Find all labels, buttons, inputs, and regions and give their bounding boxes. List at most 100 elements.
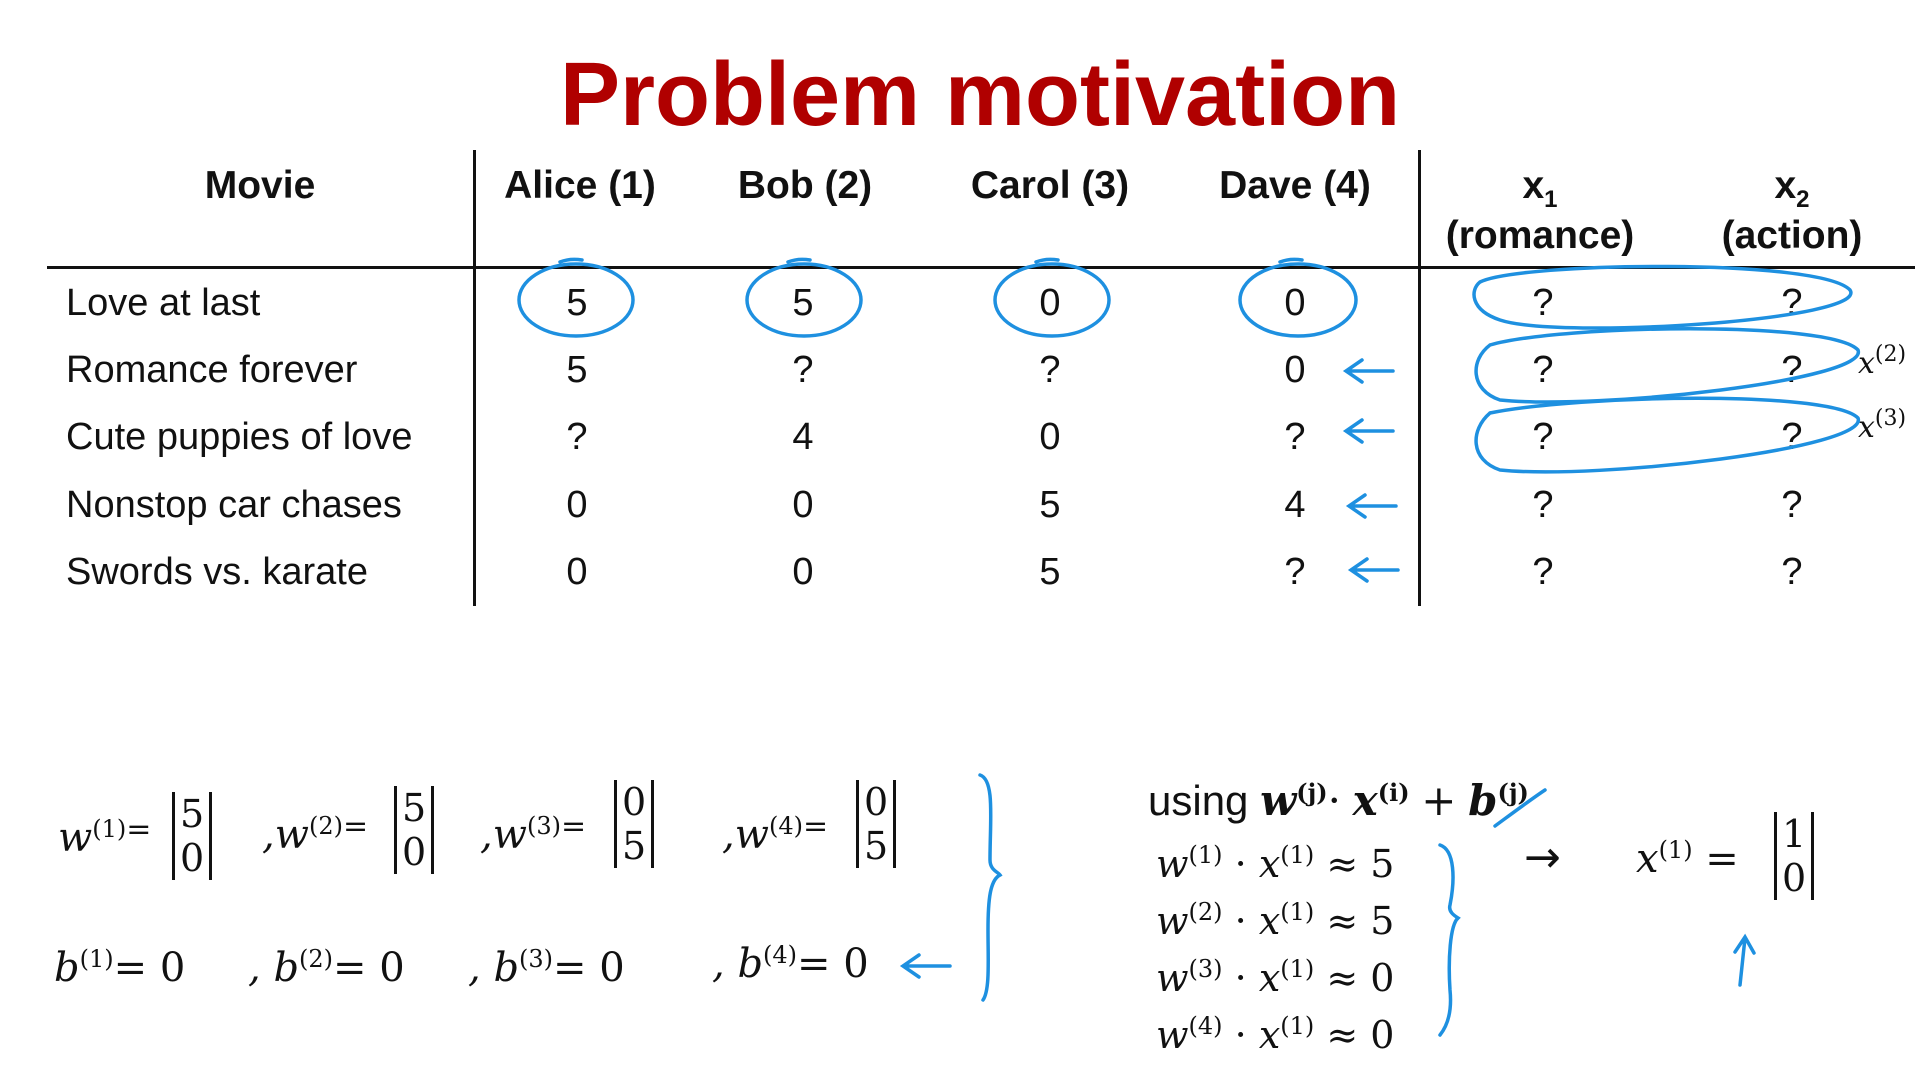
- rating-cell: 0: [1039, 416, 1061, 458]
- b3-sup: (3): [519, 945, 554, 973]
- using-x: x: [1352, 776, 1378, 825]
- feature-cell: ?: [1532, 416, 1554, 458]
- b4-label: , b(4)= 0: [712, 941, 869, 987]
- feature-cell: ?: [1781, 551, 1803, 593]
- w2-bottom: 0: [402, 830, 427, 874]
- rating-cell: 5: [566, 349, 588, 391]
- movie-column-divider: [473, 150, 476, 606]
- feature-cell: ?: [1781, 484, 1803, 526]
- approx-rhs: ≈ 5: [1326, 899, 1395, 943]
- using-dot: ·: [1327, 776, 1341, 825]
- approx-x-sup: (1): [1280, 955, 1315, 983]
- rating-cell: ?: [792, 349, 814, 391]
- b1-sup: (1): [79, 945, 114, 973]
- rating-cell: 4: [1284, 484, 1306, 526]
- header-x2: x2 (action): [1672, 164, 1912, 258]
- using-word: using: [1148, 777, 1249, 824]
- header-bob: Bob (2): [737, 164, 873, 207]
- approx-rhs: ≈ 0: [1326, 956, 1395, 1000]
- header-x1-symbol: x: [1522, 164, 1545, 207]
- header-alice: Alice (1): [504, 164, 656, 207]
- brace-annotation: [978, 773, 1003, 1002]
- result-arrow: →: [1524, 832, 1561, 883]
- approx-x: x: [1258, 899, 1281, 943]
- w4-bottom: 5: [864, 824, 889, 868]
- rating-cell: ?: [1284, 416, 1306, 458]
- approx-row: w(3) · x(1) ≈ 0: [1156, 952, 1394, 1009]
- result-top: 1: [1782, 812, 1807, 856]
- w1-top: 5: [180, 792, 205, 836]
- oval-annotation-row1: [1472, 264, 1853, 330]
- rating-cell: 5: [1039, 484, 1061, 526]
- b2-symbol: b: [273, 945, 300, 991]
- approx-row: w(1) · x(1) ≈ 5: [1156, 838, 1394, 895]
- b1-symbol: b: [54, 945, 80, 991]
- w3-bottom: 5: [622, 824, 647, 868]
- w4-top: 0: [864, 780, 889, 824]
- header-dave: Dave (4): [1219, 164, 1371, 207]
- circle-annotation: [993, 262, 1111, 338]
- features-column-divider: [1418, 150, 1421, 606]
- oval-annotation-row2: [1474, 327, 1860, 404]
- feature-cell: ?: [1532, 349, 1554, 391]
- b2-prefix: ,: [248, 945, 261, 991]
- table-row-movie: Romance forever: [66, 349, 358, 391]
- result-eq: =: [1705, 836, 1739, 882]
- feature-cell: ?: [1532, 484, 1554, 526]
- circle-annotation: [517, 262, 635, 338]
- b2-label: , b(2)= 0: [248, 945, 405, 991]
- approx-equations: w(1) · x(1) ≈ 5 w(2) · x(1) ≈ 5 w(3) · x…: [1156, 838, 1394, 1066]
- b1-label: b(1)= 0: [54, 945, 185, 991]
- w4-symbol: w: [734, 812, 769, 858]
- header-x2-label: (action): [1721, 213, 1863, 257]
- result-x-sup: (1): [1658, 836, 1693, 864]
- approx-rhs: ≈ 5: [1326, 842, 1395, 886]
- w3-label: ,w(3)=: [480, 809, 586, 858]
- arrow-row3: [1342, 418, 1395, 444]
- w2-eq: =: [342, 809, 369, 844]
- arrow-row2: [1342, 358, 1395, 384]
- rating-cell: 4: [792, 416, 814, 458]
- approx-w: w: [1156, 956, 1189, 1000]
- approx-dot: ·: [1234, 899, 1247, 943]
- b4-eq: = 0: [797, 941, 869, 987]
- approx-x: x: [1258, 1013, 1281, 1057]
- header-x2-subscript: 2: [1796, 185, 1810, 213]
- circle-annotation: [1238, 262, 1358, 338]
- w4-label: ,w(4)=: [722, 809, 828, 858]
- header-carol: Carol (3): [970, 164, 1130, 207]
- b4-symbol: b: [737, 941, 764, 987]
- rating-cell: ?: [566, 416, 588, 458]
- using-formula: using w(j)· x(i) + b(j): [1148, 776, 1529, 825]
- using-b-sup: (j): [1497, 778, 1529, 807]
- annotation-x2-symbol: x: [1858, 346, 1875, 381]
- using-w-sup: (j): [1296, 778, 1328, 807]
- table-row-movie: Nonstop car chases: [66, 484, 402, 526]
- rating-cell: 5: [1039, 551, 1061, 593]
- b2-sup: (2): [299, 945, 334, 973]
- b3-symbol: b: [493, 945, 520, 991]
- approx-brace: [1438, 843, 1461, 1037]
- approx-row: w(4) · x(1) ≈ 0: [1156, 1009, 1394, 1066]
- w1-symbol: w: [58, 815, 93, 861]
- header-x1: x1 (romance): [1420, 164, 1660, 258]
- approx-x-sup: (1): [1280, 1012, 1315, 1040]
- arrow-b4: [899, 953, 952, 979]
- approx-rhs: ≈ 0: [1326, 1013, 1395, 1057]
- feature-cell: ?: [1532, 282, 1554, 324]
- header-x1-label: (romance): [1445, 213, 1635, 257]
- approx-dot: ·: [1234, 842, 1247, 886]
- rating-cell: 5: [792, 282, 814, 324]
- w2-top: 5: [402, 786, 427, 830]
- approx-row: w(2) · x(1) ≈ 5: [1156, 895, 1394, 952]
- arrow-row5: [1347, 557, 1400, 583]
- approx-w-sup: (3): [1188, 955, 1223, 983]
- approx-w: w: [1156, 899, 1189, 943]
- annotation-x3-symbol: x: [1858, 410, 1875, 445]
- using-plus: +: [1421, 776, 1457, 825]
- annotation-x2: x(2): [1858, 342, 1906, 381]
